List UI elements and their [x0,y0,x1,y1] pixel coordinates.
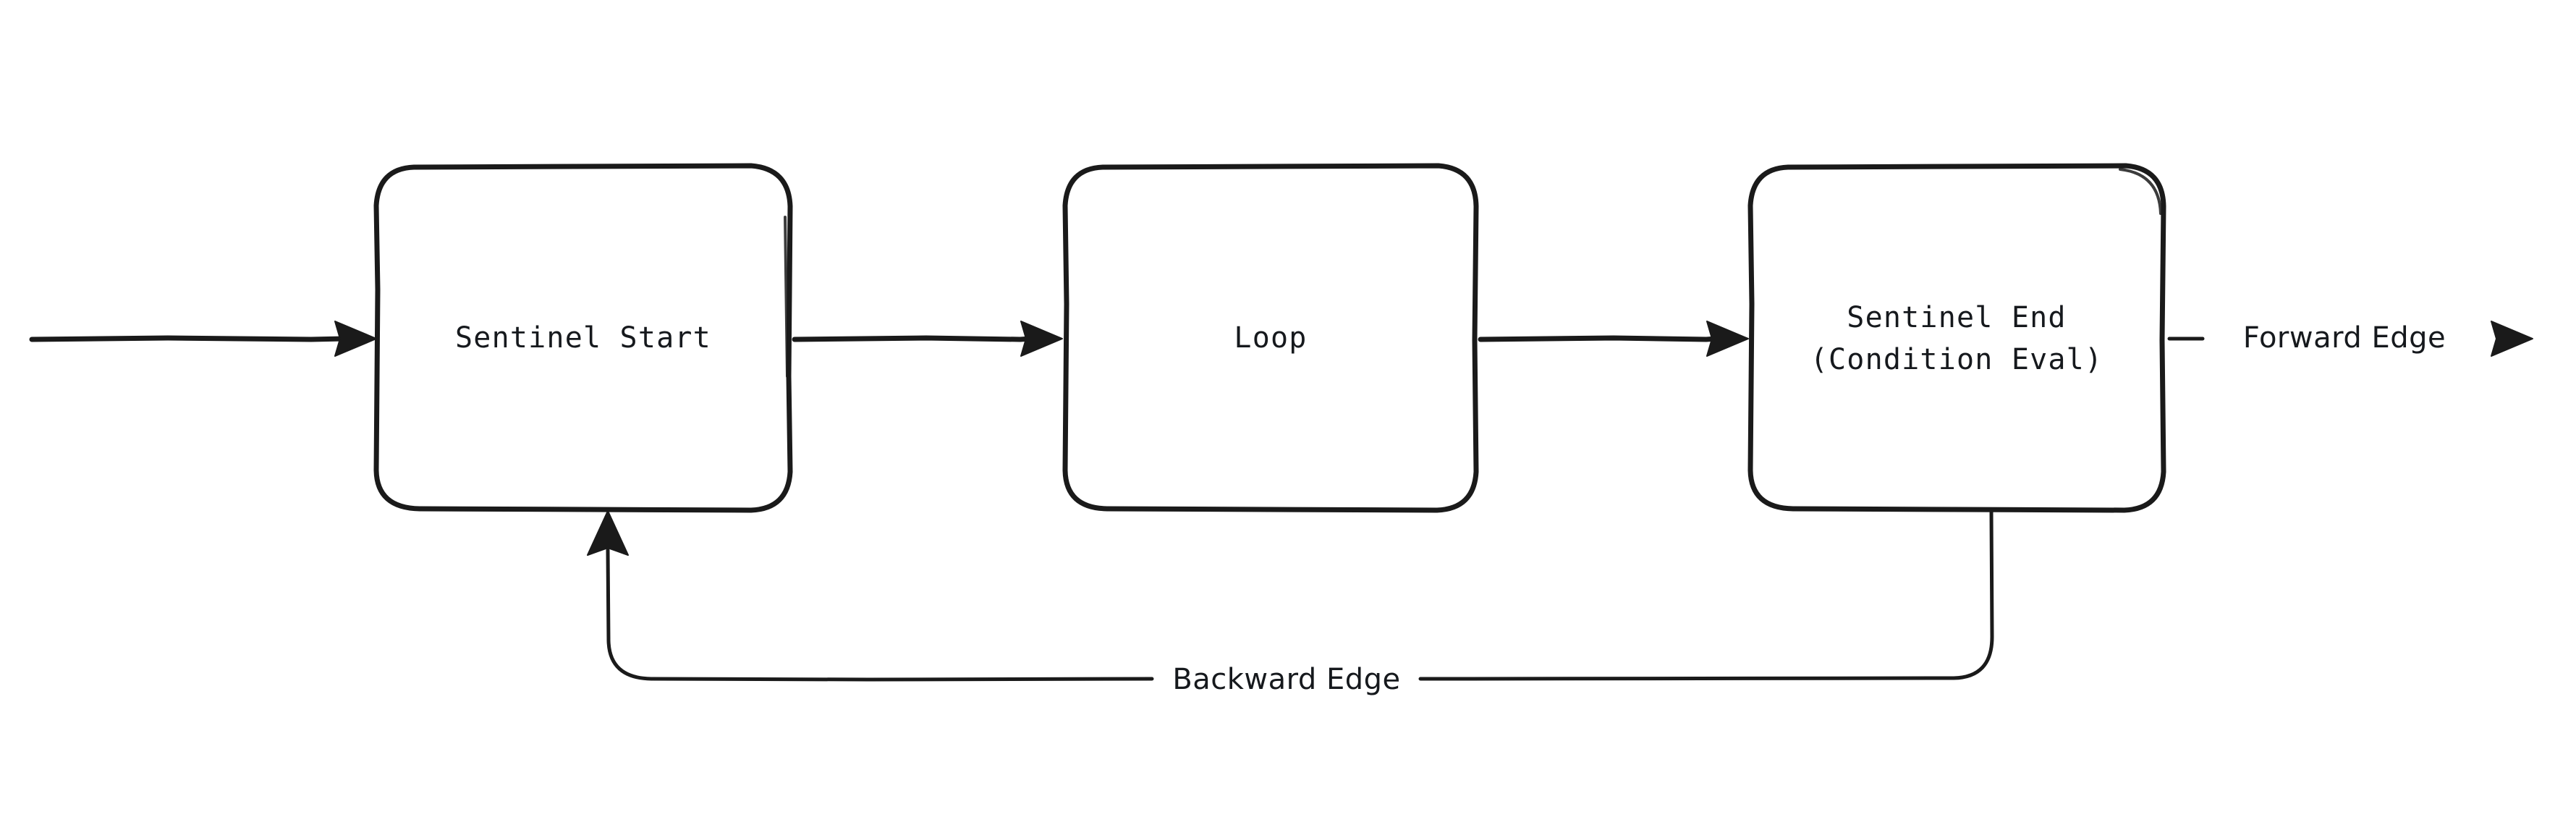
loop-to-end-line [1478,335,1719,342]
edge-start-to-loop [792,321,1063,357]
backward-edge-segment-left-left-half [606,548,1154,682]
start-to-loop-line [792,335,1033,342]
entry-edge-arrowhead [334,321,377,357]
edge-loop-to-end [1478,321,1749,357]
sentinel-start-box[interactable] [373,163,793,513]
sentinel-end-box[interactable] [1747,163,2166,513]
sentinel-end-label-line1: Sentinel End [1847,301,2066,334]
start-to-loop-arrowhead [1020,321,1063,357]
sentinel-end-box-sketch [2119,168,2162,215]
forward-edge-arrowhead [2491,321,2533,357]
entry-edge-line [29,335,347,342]
backward-edge-segment-down [1459,509,1994,681]
node-sentinel-end[interactable]: Sentinel End (Condition Eval) [1747,163,2166,513]
loop-box[interactable] [1062,163,1479,513]
node-loop[interactable]: Loop [1062,163,1479,513]
backward-edge-label: Backward Edge [1172,663,1400,696]
loop-to-end-arrowhead [1706,321,1749,357]
backward-edge-arrowhead [587,510,629,556]
loop-label: Loop [1234,321,1307,355]
node-sentinel-start[interactable]: Sentinel Start [373,163,793,513]
edge-forward: Forward Edge [2167,321,2533,357]
edge-backward: Backward Edge [587,509,1994,696]
sentinel-start-label: Sentinel Start [455,321,711,355]
forward-edge-label: Forward Edge [2243,321,2446,355]
edge-entry [29,321,377,357]
sentinel-start-box-sketch [784,216,789,378]
sentinel-end-label-line2: (Condition Eval) [1810,343,2103,376]
